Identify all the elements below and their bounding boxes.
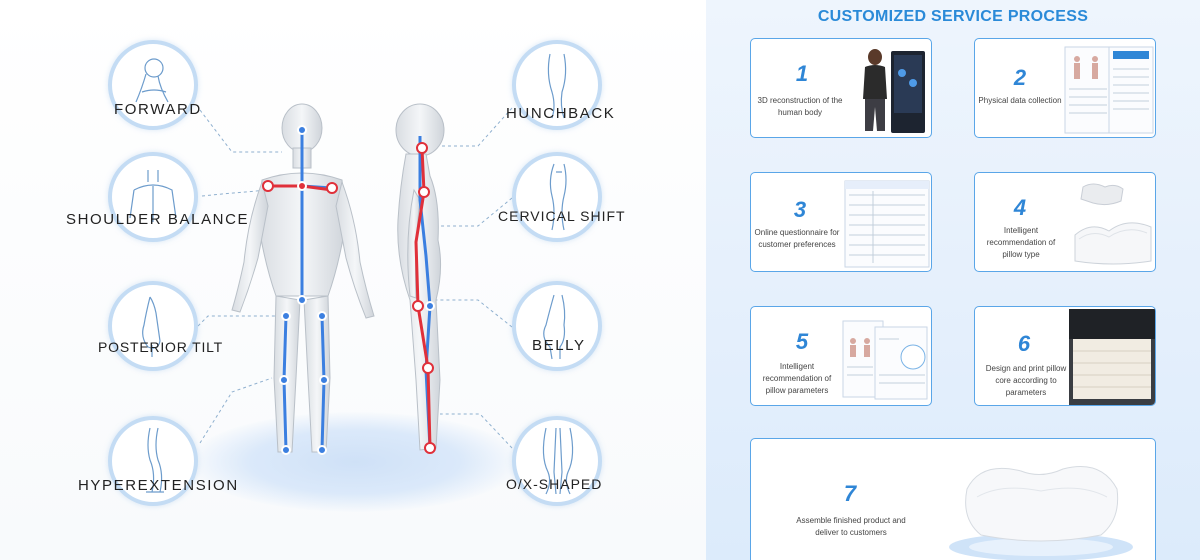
step-text: Online questionnaire for customer prefer…	[754, 228, 840, 249]
step-text: Design and print pillow core according t…	[985, 364, 1067, 397]
shoulder-balance-label: SHOULDER BALANCE	[66, 211, 250, 228]
step-number: 4	[1013, 195, 1027, 220]
step-text: Intelligent recommendation of pillow par…	[762, 362, 832, 395]
hyperextension-label: HYPEREXTENSION	[78, 477, 239, 494]
step-card-6: 6 Design and print pillow core according…	[974, 306, 1156, 406]
service-process-panel: CUSTOMIZED SERVICE PROCESS 1 3D reconstr…	[706, 0, 1200, 560]
body-models	[231, 103, 445, 455]
pillow-printing-machine-image	[1069, 309, 1155, 405]
belly-label: BELLY	[532, 337, 586, 354]
hyperextension-icon	[108, 416, 198, 506]
step-number: 6	[1017, 331, 1031, 356]
ox-shaped-label: O/X-SHAPED	[506, 476, 603, 492]
step-number: 1	[795, 61, 809, 86]
step-card-3: 3 Online questionnaire for customer pref…	[750, 172, 932, 272]
step-card-2: 2 Physical data collection	[974, 38, 1156, 138]
posture-analysis-panel: FORWARD SHOULDER BALANCE POSTERIOR TILT …	[0, 0, 706, 560]
pillow-shape-image	[1074, 183, 1152, 265]
step-card-1: 1 3D reconstruction of the human body	[750, 38, 932, 138]
forward-label: FORWARD	[114, 101, 202, 118]
step-card-4: 4 Intelligent recommendation of pillow t…	[974, 172, 1156, 272]
questionnaire-image	[844, 180, 930, 268]
hunchback-icon	[512, 40, 602, 130]
step-card-7: 7 Assemble finished product and deliver …	[750, 438, 1156, 560]
floor-platform	[190, 412, 520, 512]
forward-posture-icon	[108, 40, 198, 130]
cervical-shift-label: CERVICAL SHIFT	[498, 208, 626, 224]
posterior-tilt-icon	[108, 281, 198, 371]
step-number: 7	[843, 481, 857, 506]
finished-pillow-image	[949, 466, 1133, 560]
step-text: 3D reconstruction of the human body	[757, 96, 843, 117]
step-card-5: 5 Intelligent recommendation of pillow p…	[750, 306, 932, 406]
connector-lines	[197, 107, 513, 449]
step-number: 5	[795, 329, 809, 354]
shoulder-balance-icon	[108, 152, 198, 242]
pillow-parameters-report-image	[842, 320, 928, 400]
front-joints	[262, 125, 338, 455]
body-scanner-image	[863, 49, 925, 133]
cervical-shift-icon	[512, 152, 602, 242]
step-text: Assemble finished product and deliver to…	[796, 516, 906, 537]
process-title: CUSTOMIZED SERVICE PROCESS	[817, 8, 1089, 25]
ox-shaped-icon	[512, 416, 602, 506]
side-joints	[412, 142, 436, 454]
belly-icon	[512, 281, 602, 371]
step-text: Intelligent recommendation of pillow typ…	[986, 226, 1056, 259]
body-data-report-image	[1064, 46, 1154, 134]
hunchback-label: HUNCHBACK	[506, 105, 616, 122]
step-text: Physical data collection	[978, 96, 1062, 105]
posterior-tilt-label: POSTERIOR TILT	[98, 339, 224, 355]
step-number: 3	[793, 197, 807, 222]
step-number: 2	[1013, 65, 1027, 90]
